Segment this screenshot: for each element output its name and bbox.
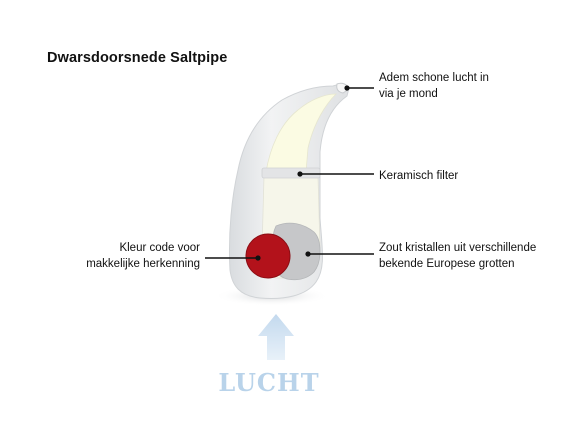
label-color-code-line-2: makkelijke herkenning	[86, 258, 200, 270]
label-salt-crystals: Zout kristallen uit verschillende bekend…	[379, 240, 536, 272]
label-salt-line-1: Zout kristallen uit verschillende	[379, 242, 537, 254]
leader-dots	[255, 85, 350, 261]
label-ceramic-filter: Keramisch filter	[379, 170, 459, 182]
diagram-title: Dwarsdoorsnede Saltpipe	[47, 50, 228, 66]
label-salt-line-2: bekende Europese grotten	[379, 258, 515, 270]
label-air-in-line-2: via je mond	[379, 88, 438, 100]
label-air-in: Adem schone lucht in via je mond	[379, 70, 489, 102]
label-air-in-line-1: Adem schone lucht in	[379, 72, 489, 84]
air-channel	[265, 93, 337, 173]
airflow-arrow	[258, 314, 294, 360]
airflow-label: LUCHT	[218, 368, 320, 397]
color-code-dot	[245, 233, 291, 279]
label-color-code: Kleur code voor makkelijke herkenning	[60, 240, 200, 272]
ceramic-filter	[261, 167, 321, 179]
leader-lines	[205, 87, 374, 259]
label-color-code-line-1: Kleur code voor	[119, 242, 200, 254]
